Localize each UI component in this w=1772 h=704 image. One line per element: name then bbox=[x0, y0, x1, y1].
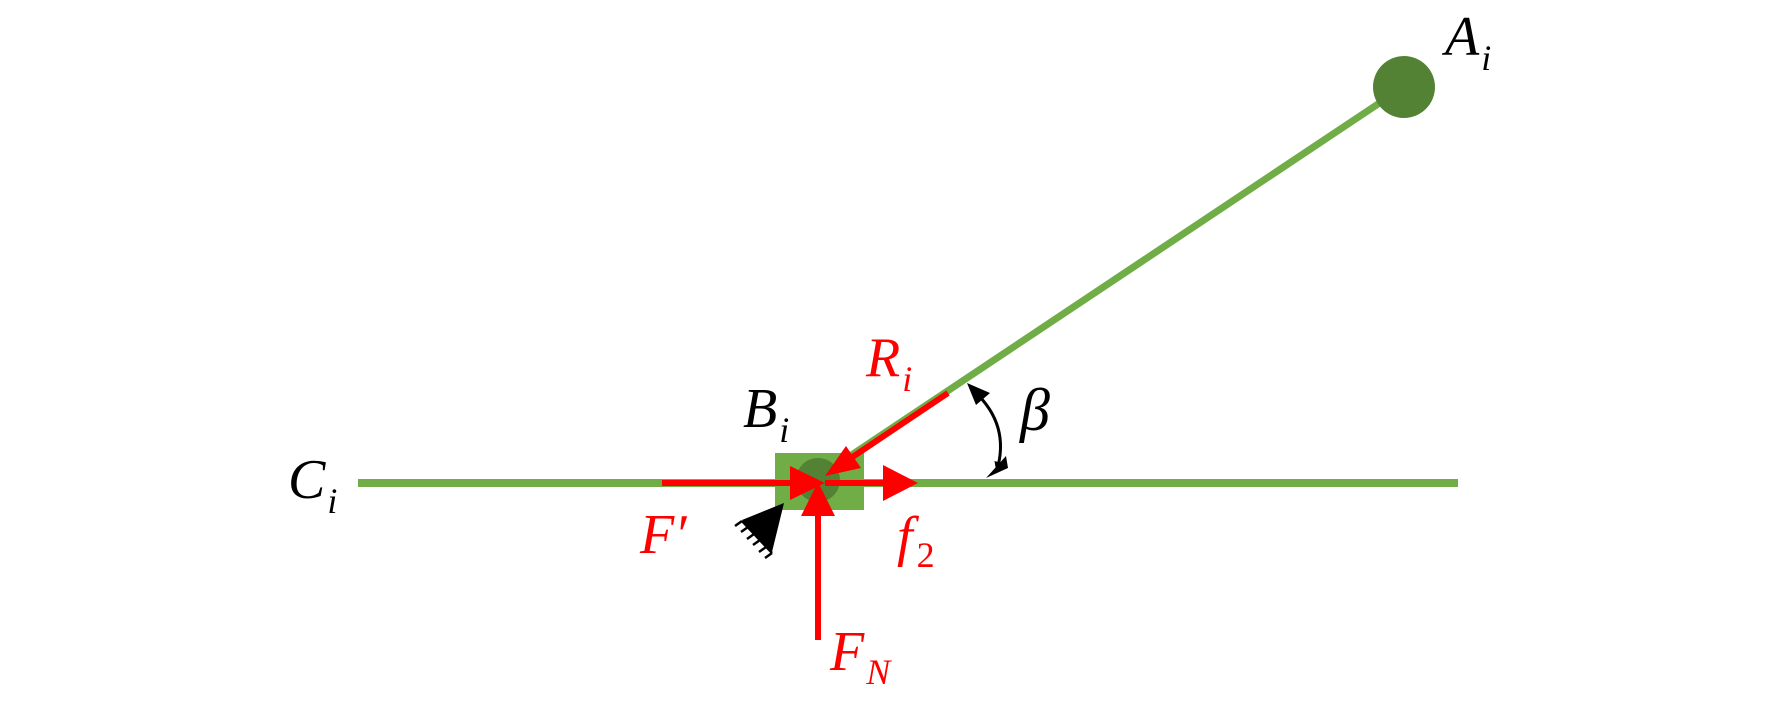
force-f2-arrowhead bbox=[883, 465, 918, 501]
force-r-arrowhead bbox=[825, 446, 861, 476]
force-f-prime-arrowhead bbox=[790, 466, 825, 500]
label-a: Ai bbox=[1441, 6, 1491, 78]
label-beta: β bbox=[1019, 377, 1050, 443]
beta-angle-arc bbox=[973, 390, 1005, 472]
force-fn-arrowhead bbox=[801, 482, 835, 516]
beta-arc-start-arrowhead bbox=[967, 383, 990, 405]
force-r-line bbox=[846, 390, 950, 463]
beta-arc-end-arrowhead bbox=[986, 456, 1008, 478]
label-fn: FN bbox=[829, 621, 892, 692]
label-b: Bi bbox=[743, 378, 789, 450]
node-a bbox=[1373, 56, 1435, 118]
ground-hatch-icon bbox=[734, 519, 773, 560]
label-c: Ci bbox=[288, 449, 337, 521]
label-f-prime: F′ bbox=[639, 504, 687, 566]
ground-support-arrowhead bbox=[742, 503, 784, 552]
label-r: Ri bbox=[865, 327, 912, 399]
